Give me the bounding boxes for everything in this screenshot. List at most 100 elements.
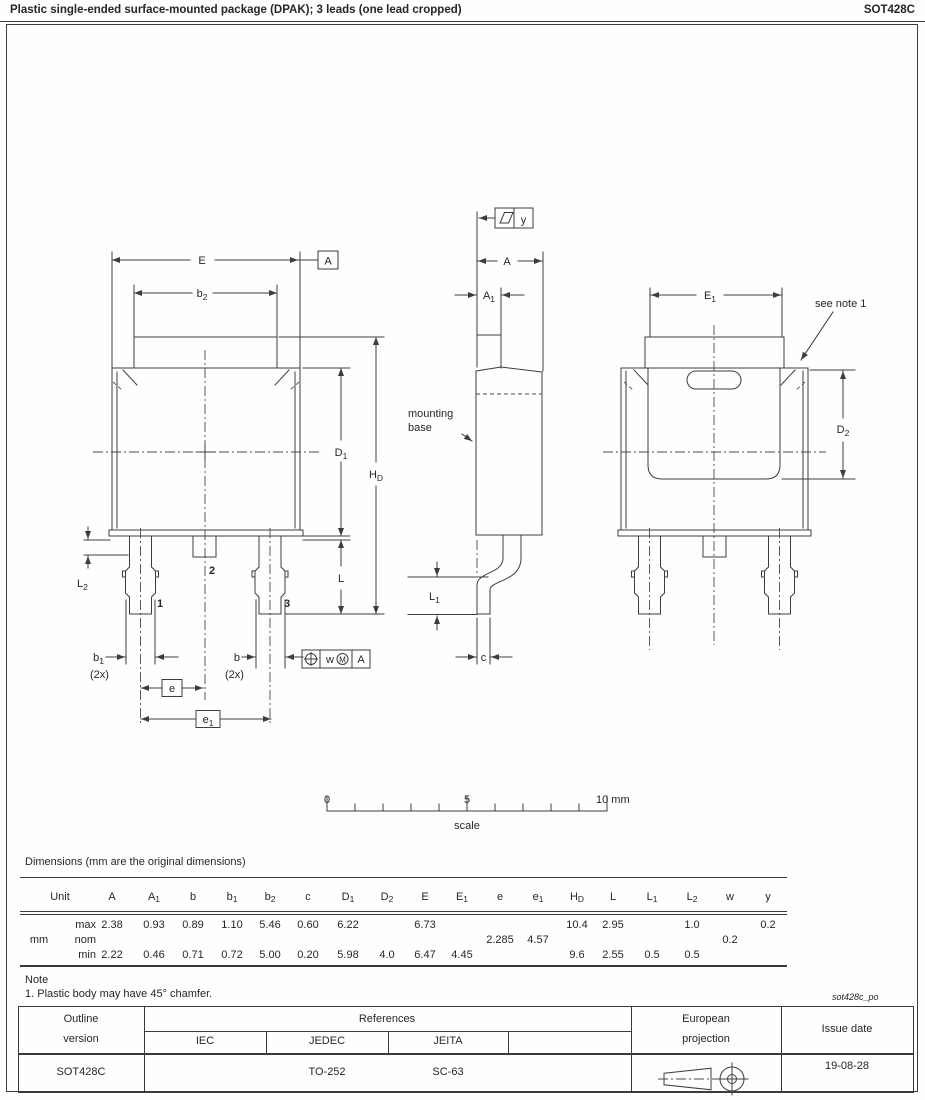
table-col-header: b1 [226,891,238,904]
table-col-header: e1 [532,891,544,904]
table-col-header: A [108,891,116,903]
footer-references-header: References [358,1013,416,1025]
table-rule-header-1 [20,911,787,912]
note-heading: Note [25,974,49,986]
datum-a-label: A [324,256,332,268]
dim-label-L2: L2 [77,578,88,592]
tolerance-datum-label: A [357,654,365,666]
see-note-label: see note 1 [815,298,866,310]
flatness-y-label: y [521,215,527,227]
dimensions-caption: Dimensions (mm are the original dimensio… [25,856,246,868]
scale-caption: scale [454,820,480,832]
dim-label-A1: A1 [483,290,495,304]
dim-label-E1: E1 [704,290,716,304]
table-value: 2.38 [101,919,123,931]
table-col-header: D2 [380,891,394,904]
table-col-header: E [421,891,429,903]
page-border [6,24,918,1092]
dim-label-L: L [338,573,344,585]
table-unit-value: mm [29,934,49,946]
side-view: y A A1 mounting base [407,207,544,665]
table-value: 1.0 [684,919,700,931]
footer-jeita-value: SC-63 [432,1066,464,1078]
table-col-header: E1 [455,891,469,904]
footer-jeita-header: JEITA [433,1035,463,1047]
table-rule-header-2 [20,914,787,915]
footer-jedec-header: JEDEC [308,1035,346,1047]
table-value: 0.46 [143,949,165,961]
footer-euro-header-2: projection [682,1033,730,1045]
dim-label-L1: L1 [429,591,440,605]
dim-label-b: b [234,652,240,664]
dim-label-b2: b2 [197,288,208,302]
table-col-header: L1 [646,891,658,904]
table-col-header: HD [569,891,585,904]
mounting-base-label-1: mounting [408,408,453,420]
dim-label-D2: D2 [837,424,850,438]
table-row-label: nom [74,934,96,946]
pin2-label: 2 [209,565,215,577]
table-value: 0.20 [297,949,319,961]
table-value: 4.45 [451,949,473,961]
footer-line [781,1007,782,1092]
footer-line [144,1007,145,1092]
footer-outline-header-1: Outline [63,1013,99,1025]
page-title: Plastic single-ended surface-mounted pac… [10,4,462,16]
table-col-header: w [726,891,734,903]
scale-0-label: 0 [324,794,330,806]
table-rule-top [20,877,787,878]
table-rule-bottom [20,965,787,967]
dim-label-b1: b1 [93,652,104,666]
tolerance-w-label: w [325,654,334,666]
table-col-header: b2 [264,891,276,904]
table-value: 5.00 [259,949,281,961]
footer-euro-header-1: European [682,1013,730,1025]
dim-label-2x-right: (2x) [225,669,244,681]
table-value: 2.22 [101,949,123,961]
table-value: 9.6 [569,949,585,961]
footer-issue-header: Issue date [821,1023,873,1035]
table-value: 6.47 [414,949,436,961]
table-value: 6.22 [337,919,359,931]
table-value: 0.93 [143,919,165,931]
mounting-base-label-2: base [408,422,432,434]
pin1-label: 1 [157,598,163,610]
footer-issue-date: 19-08-28 [824,1060,870,1072]
table-value: 0.72 [221,949,243,961]
table-value: 4.0 [379,949,395,961]
footer-jedec-value: TO-252 [308,1066,346,1078]
scale-10-label: 10 mm [596,794,630,806]
footer-line [266,1031,267,1053]
dim-label-e: e [169,683,175,695]
table-value: 0.71 [182,949,204,961]
scale-bar: 0 5 10 mm scale [324,794,630,832]
table-value: 0.89 [182,919,204,931]
front-view: E A b2 1 2 3 [77,250,385,728]
table-col-header: D1 [341,891,355,904]
footer-outline-version: SOT428C [56,1066,106,1078]
table-col-header: L [609,891,617,903]
dim-label-D1: D1 [335,447,348,461]
dim-label-2x-left: (2x) [90,669,109,681]
footer-outline-header-2: version [63,1033,99,1045]
footer-table: Outline version References IEC JEDEC JEI… [18,1006,914,1096]
dim-label-c: c [481,652,487,664]
drawing-tag: sot428c_po [832,992,879,1002]
table-col-header: c [305,891,311,903]
footer-line [388,1031,389,1053]
table-col-header: b [189,891,197,903]
note-item: 1. Plastic body may have 45° chamfer. [25,988,213,1000]
table-value: 0.2 [760,919,776,931]
table-value: 4.57 [527,934,549,946]
table-value: 0.60 [297,919,319,931]
package-code: SOT428C [863,4,915,16]
dim-label-E: E [198,255,205,267]
table-unit-header: Unit [50,891,70,903]
table-col-header: e [496,891,504,903]
footer-line [631,1007,632,1092]
dim-label-HD: HD [369,469,383,483]
table-col-header: L2 [686,891,698,904]
table-col-header: y [765,891,771,903]
